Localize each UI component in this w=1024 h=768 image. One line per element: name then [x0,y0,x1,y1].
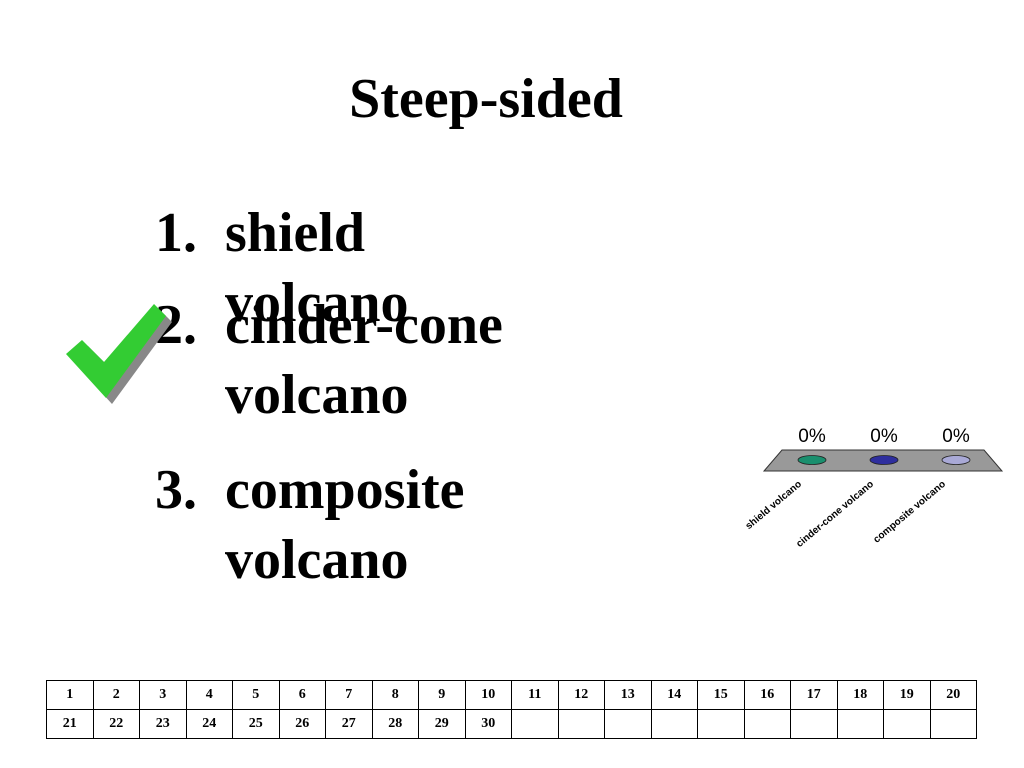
checkmark-body [66,304,166,398]
chart-marks: 0% shield volcano 0% cinder-cone volcano 0% c… [744,426,971,550]
grid-cell [790,709,838,739]
grid-cell: 6 [278,680,326,710]
chart-category-label: shield volcano [744,479,804,532]
grid-cell: 13 [604,680,652,710]
grid-cell: 2 [92,680,140,710]
grid-cell: 17 [790,680,838,710]
grid-cell: 23 [139,709,187,739]
grid-cell: 16 [743,680,791,710]
grid-cell: 4 [185,680,233,710]
grid-cell [697,709,745,739]
grid-cell: 20 [929,680,977,710]
chart-bar-top [941,455,971,465]
chart-value-label: 0% [798,426,826,447]
answer-number: 3. [155,459,197,521]
answer-text: cinder-cone volcano [225,294,503,426]
grid-cell: 28 [371,709,419,739]
chart-category-label: cinder-cone volcano [794,479,876,550]
grid-cell [883,709,931,739]
answer-number: 1. [155,202,197,264]
grid-cell [650,709,698,739]
chart-bar-top [797,455,827,465]
answer-text: shield volcano [225,202,409,334]
grid-cell: 8 [371,680,419,710]
grid-cell: 24 [185,709,233,739]
grid-cell: 27 [325,709,373,739]
grid-cell: 30 [464,709,512,739]
grid-cell: 12 [557,680,605,710]
grid-cell [604,709,652,739]
chart-bar-top [869,455,899,465]
grid-cell: 10 [464,680,512,710]
grid-cell [511,709,559,739]
grid-cell: 21 [46,709,94,739]
grid-cell: 15 [697,680,745,710]
grid-cell [836,709,884,739]
grid-cell: 1 [46,680,94,710]
correct-answer-checkmark-icon [66,304,172,404]
grid-cell: 9 [418,680,466,710]
grid-cell: 22 [92,709,140,739]
grid-cell: 25 [232,709,280,739]
answer-text: composite volcano [225,459,465,591]
grid-cell [743,709,791,739]
chart-value-label: 0% [942,426,970,447]
grid-cell: 14 [650,680,698,710]
grid-cell [557,709,605,739]
grid-cell: 18 [836,680,884,710]
grid-cell: 11 [511,680,559,710]
grid-cell: 19 [883,680,931,710]
chart-category-label: composite volcano [871,479,947,546]
grid-cell: 26 [278,709,326,739]
chart-value-label: 0% [870,426,898,447]
grid-cell: 5 [232,680,280,710]
grid-cell [929,709,977,739]
grid-cell: 7 [325,680,373,710]
grid-cell: 3 [139,680,187,710]
grid-cell: 29 [418,709,466,739]
slide-title: Steep-sided [349,68,623,130]
response-chart: 0% shield volcano 0% cinder-cone volcano 0% c… [744,426,1004,550]
